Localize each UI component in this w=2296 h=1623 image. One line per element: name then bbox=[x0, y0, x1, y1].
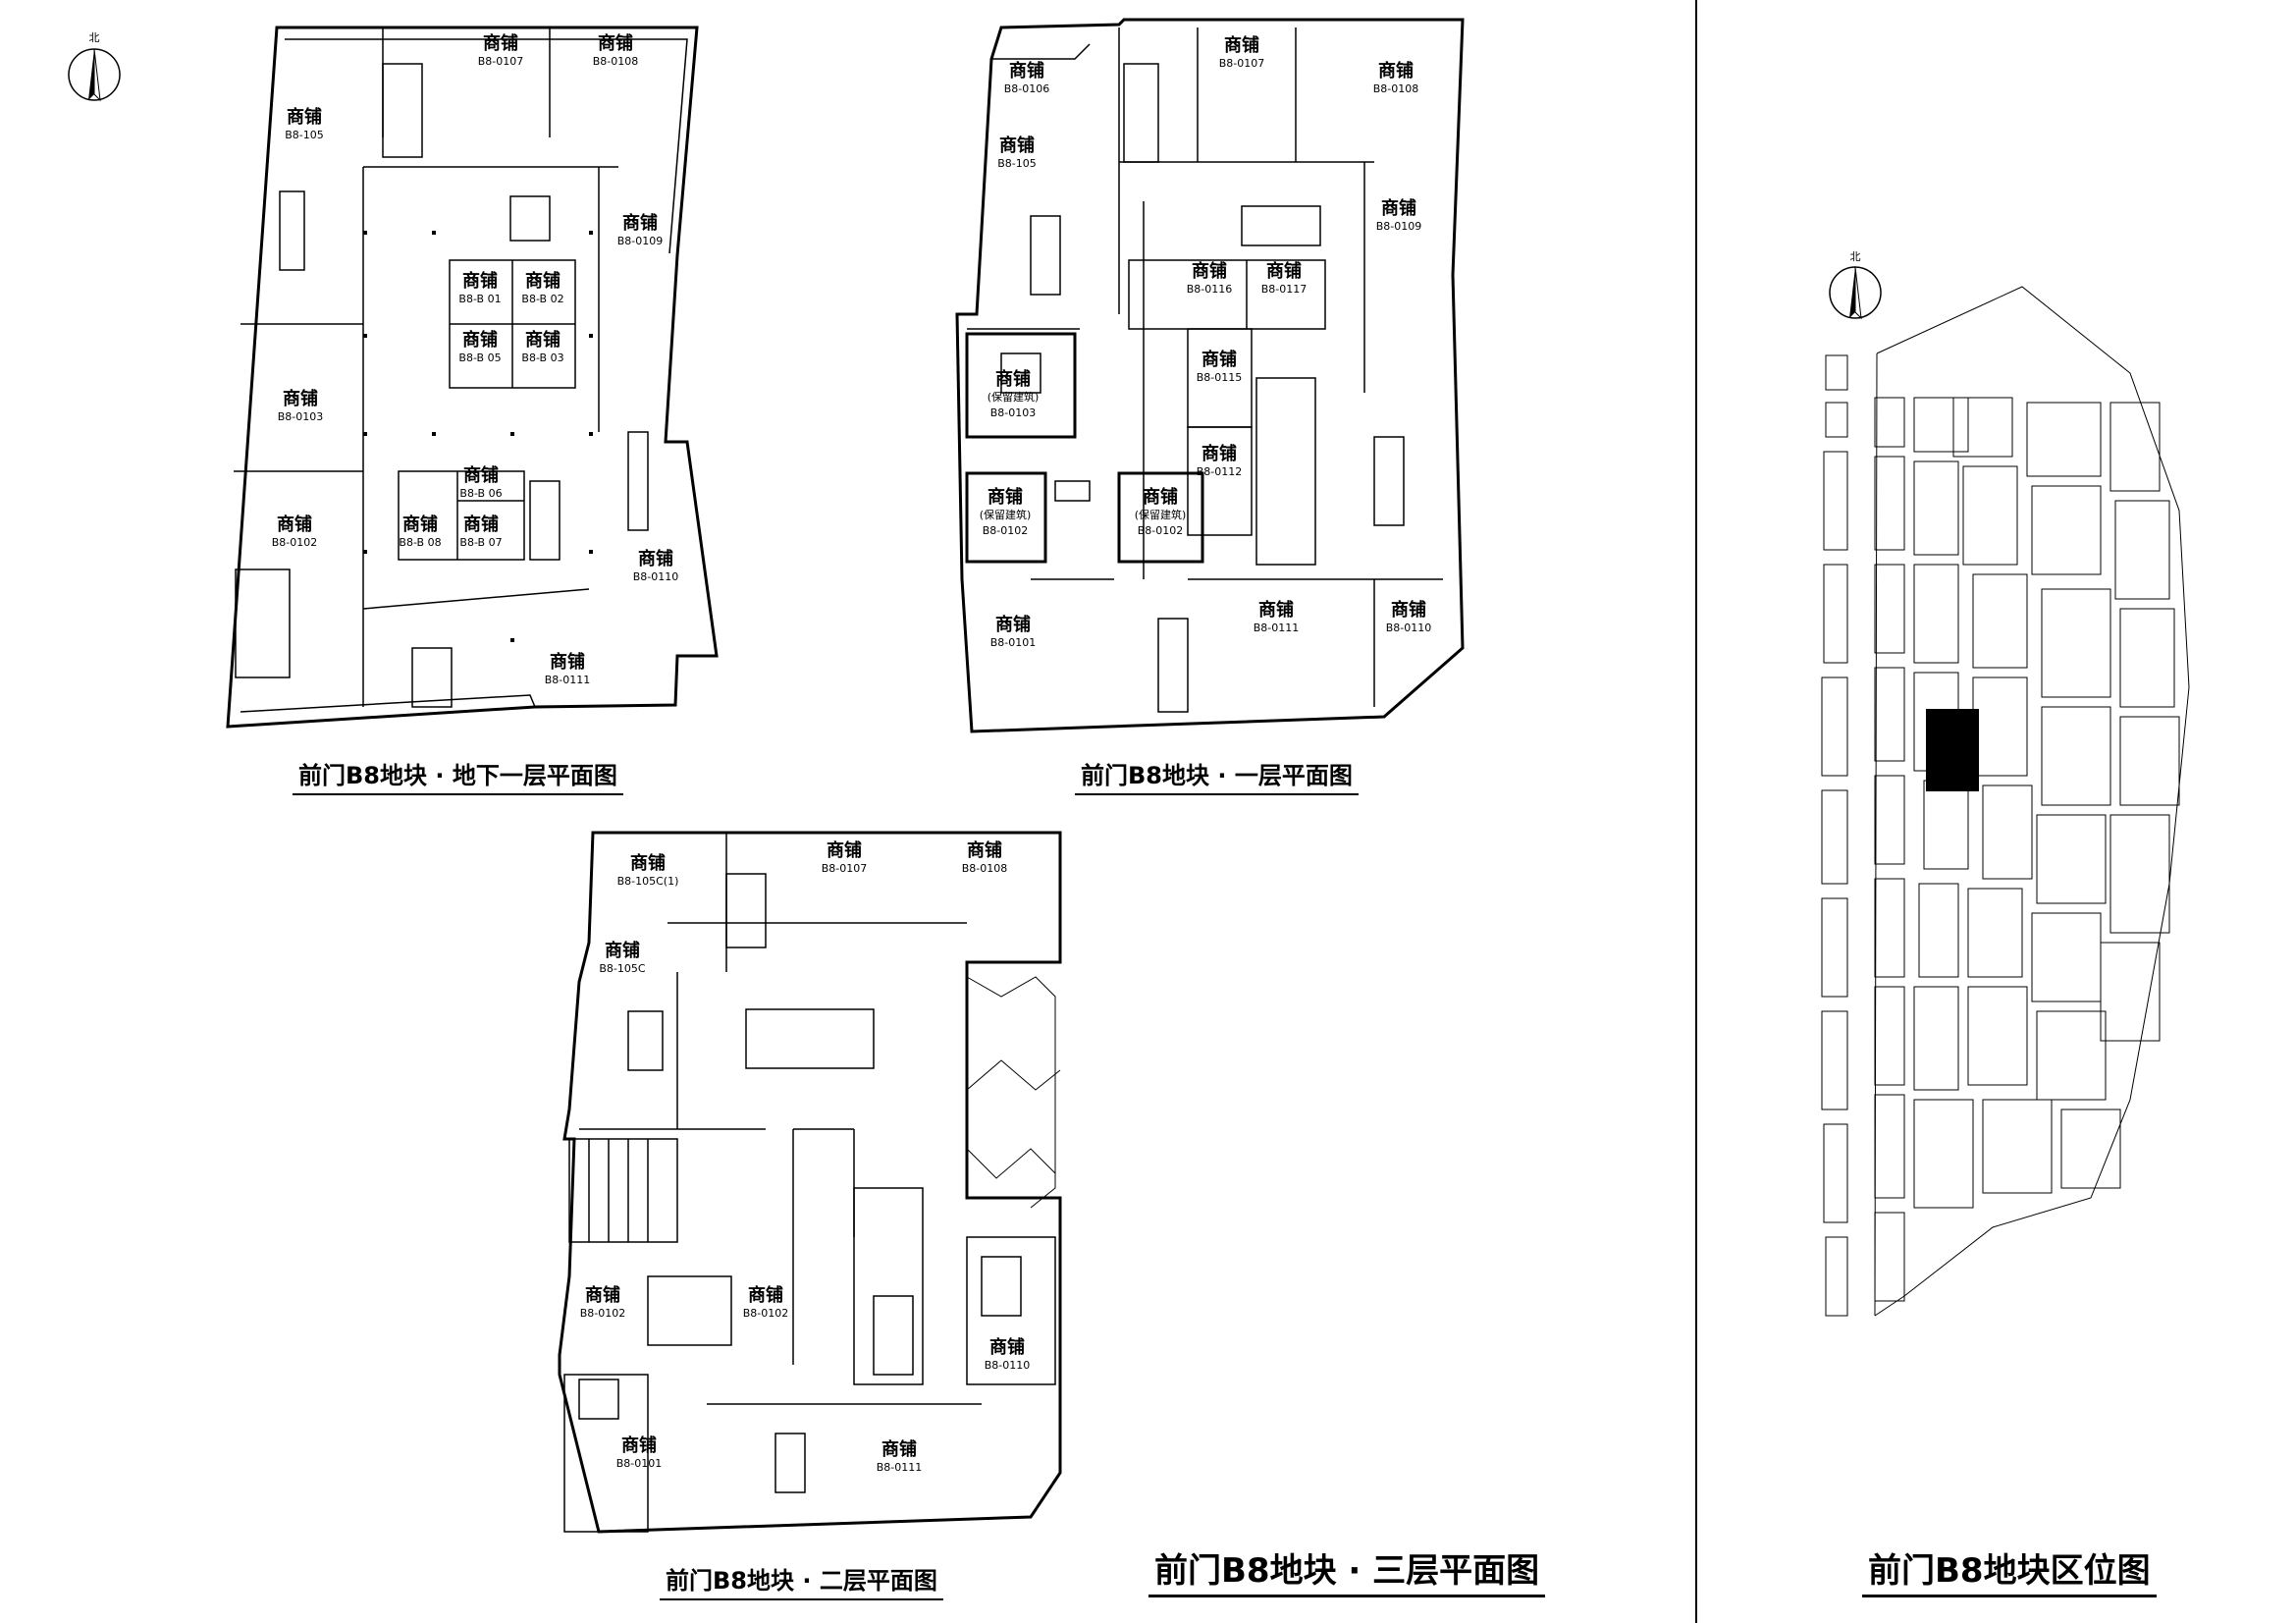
north-label: 北 bbox=[89, 31, 100, 44]
shop-code: B8-0110 bbox=[1386, 622, 1432, 634]
shop-label: 商铺 bbox=[463, 514, 499, 535]
shop-code: B8-0107 bbox=[1219, 57, 1265, 70]
shop-code: B8-0111 bbox=[1254, 622, 1300, 634]
site-location-map: 北 bbox=[1821, 250, 2190, 1317]
shop-label: 商铺 bbox=[748, 1284, 783, 1306]
shop-label: 商铺 bbox=[1192, 260, 1227, 282]
shop-code: B8-0112 bbox=[1197, 465, 1243, 478]
shop-code: B8-0102 bbox=[272, 536, 318, 549]
shop-label: 商铺 bbox=[1266, 260, 1302, 282]
shop-code: B8-105 bbox=[285, 129, 324, 141]
shop-label: 商铺 bbox=[585, 1284, 620, 1306]
shop-code: B8-B 06 bbox=[459, 487, 502, 500]
title-second-floor-plan: 前门B8地块 · 二层平面图 bbox=[660, 1561, 943, 1600]
shop-label: 商铺 bbox=[621, 1434, 657, 1456]
b8-block-highlight bbox=[1926, 709, 1979, 791]
shop-code: B8-0116 bbox=[1187, 283, 1233, 296]
shop-label: 商铺 bbox=[1009, 60, 1044, 81]
shop-code: B8-0108 bbox=[1373, 82, 1419, 95]
shop-code: B8-0107 bbox=[478, 55, 524, 68]
shop-code: B8-0106 bbox=[1004, 82, 1050, 95]
shop-code: B8-0101 bbox=[990, 636, 1037, 649]
shop-code: B8-105 bbox=[997, 157, 1037, 170]
shop-label: 商铺 bbox=[402, 514, 438, 535]
shop-code: B8-0109 bbox=[1376, 220, 1422, 233]
shop-label: 商铺 bbox=[462, 270, 498, 292]
title-basement-plan: 前门B8地块 · 地下一层平面图 bbox=[293, 756, 623, 795]
shop-label: 商铺 bbox=[622, 212, 658, 234]
shop-label: 商铺 bbox=[1201, 349, 1237, 370]
shop-code: B8-B 02 bbox=[521, 293, 563, 305]
north-arrow-icon: 北 bbox=[68, 31, 121, 102]
shop-label: 商铺 bbox=[550, 651, 585, 673]
shop-label: 商铺 bbox=[525, 329, 561, 351]
shop-label: 商铺 bbox=[638, 548, 673, 569]
shop-label: 商铺 bbox=[988, 486, 1023, 508]
shop-label: 商铺 bbox=[630, 852, 666, 874]
shop-label: 商铺 bbox=[598, 32, 633, 54]
heritage-label: (保留建筑) bbox=[980, 508, 1032, 521]
shop-label: 商铺 bbox=[1381, 197, 1416, 219]
shop-label: 商铺 bbox=[881, 1438, 917, 1460]
shop-label: 商铺 bbox=[1258, 599, 1294, 621]
shop-code: B8-105C(1) bbox=[617, 875, 679, 888]
shop-label: 商铺 bbox=[277, 514, 312, 535]
title-site-location-map: 前门B8地块区位图 bbox=[1862, 1543, 2157, 1597]
shop-label: 商铺 bbox=[827, 839, 862, 861]
shop-code: B8-0103 bbox=[278, 410, 324, 423]
shop-code: B8-0110 bbox=[633, 570, 679, 583]
shop-code: B8-0107 bbox=[822, 862, 868, 875]
shop-code: B8-0115 bbox=[1197, 371, 1243, 384]
shop-code: B8-0102 bbox=[1138, 524, 1184, 537]
shop-code: B8-B 01 bbox=[458, 293, 501, 305]
shop-code: B8-0111 bbox=[545, 674, 591, 686]
shop-code: B8-0102 bbox=[580, 1307, 626, 1320]
shop-code: B8-0103 bbox=[990, 406, 1037, 419]
shop-code: B8-0101 bbox=[616, 1457, 663, 1470]
north-label: 北 bbox=[1850, 250, 1861, 263]
second-floor-plan: 商铺 B8-0107 商铺 B8-105C(1) 商铺 B8-0108 商铺 B… bbox=[558, 831, 1062, 1534]
shop-label: 商铺 bbox=[283, 388, 318, 409]
shop-code: B8-B 03 bbox=[521, 352, 563, 364]
shop-code: B8-0117 bbox=[1261, 283, 1308, 296]
title-third-floor-plan: 前门B8地块 · 三层平面图 bbox=[1148, 1543, 1546, 1597]
shop-label: 商铺 bbox=[967, 839, 1002, 861]
shop-code: B8-B 07 bbox=[459, 536, 502, 549]
shop-label: 商铺 bbox=[287, 106, 322, 128]
shop-label: 商铺 bbox=[995, 368, 1031, 390]
heritage-label: (保留建筑) bbox=[1135, 508, 1187, 521]
shop-code: B8-0109 bbox=[617, 235, 664, 247]
shop-label: 商铺 bbox=[483, 32, 518, 54]
shop-code: B8-105C bbox=[599, 962, 646, 975]
shop-label: 商铺 bbox=[1378, 60, 1414, 81]
shop-label: 商铺 bbox=[1201, 443, 1237, 464]
shop-code: B8-0102 bbox=[983, 524, 1029, 537]
shop-label: 商铺 bbox=[1143, 486, 1178, 508]
shop-code: B8-0102 bbox=[743, 1307, 789, 1320]
shop-label: 商铺 bbox=[995, 614, 1031, 635]
shop-code: B8-0108 bbox=[962, 862, 1008, 875]
shop-label: 商铺 bbox=[462, 329, 498, 351]
basement-floor-plan: 北 bbox=[68, 26, 719, 729]
shop-code: B8-0110 bbox=[985, 1359, 1031, 1372]
shop-label: 商铺 bbox=[605, 940, 640, 961]
shop-label: 商铺 bbox=[525, 270, 561, 292]
shop-code: B8-0108 bbox=[593, 55, 639, 68]
shop-label: 商铺 bbox=[989, 1336, 1025, 1358]
shop-label: 商铺 bbox=[1224, 34, 1259, 56]
shop-code: B8-0111 bbox=[877, 1461, 923, 1474]
shop-label: 商铺 bbox=[1391, 599, 1426, 621]
shop-label: 商铺 bbox=[999, 135, 1035, 156]
north-arrow-icon: 北 bbox=[1829, 250, 1882, 320]
shop-label: 商铺 bbox=[463, 464, 499, 486]
heritage-label: (保留建筑) bbox=[988, 390, 1040, 404]
shop-code: B8-B 08 bbox=[399, 536, 441, 549]
first-floor-plan: 商铺 B8-0107 商铺 B8-0106 商铺 B8-0108 商铺 B8-1… bbox=[955, 18, 1465, 733]
title-first-floor-plan: 前门B8地块 · 一层平面图 bbox=[1075, 756, 1359, 795]
shop-code: B8-B 05 bbox=[458, 352, 501, 364]
